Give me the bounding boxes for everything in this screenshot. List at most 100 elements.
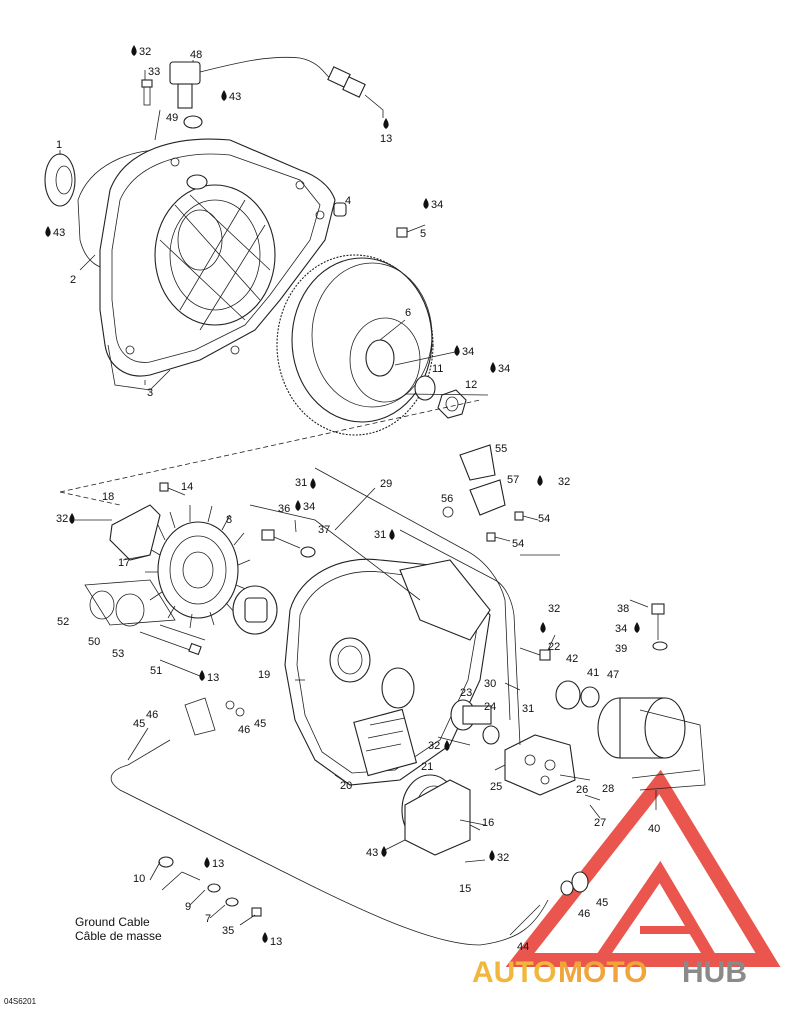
sealant-drop-icon xyxy=(310,478,316,489)
callout-14: 14 xyxy=(181,481,193,493)
callout-4: 4 xyxy=(345,195,351,207)
washer-11 xyxy=(414,375,436,401)
callout-35: 35 xyxy=(222,925,234,937)
sealant-drop-icon xyxy=(204,857,210,868)
sealant-drop-icon xyxy=(199,670,205,681)
sealant-drop-icon xyxy=(444,740,450,751)
sealant-drop-icon xyxy=(423,198,429,209)
ground-cable-label-en: Ground Cable xyxy=(75,915,150,929)
sealant-drop-icon xyxy=(69,513,75,524)
callout-38: 38 xyxy=(617,603,629,615)
callout-40: 40 xyxy=(648,823,660,835)
callout-32: 32 xyxy=(428,740,440,752)
callout-28: 28 xyxy=(602,783,614,795)
bushing-42 xyxy=(555,680,581,710)
crankshaft-sensor-48 xyxy=(169,56,366,109)
dowel-4 xyxy=(333,202,347,217)
callout-10: 10 xyxy=(133,873,145,885)
starter-bracket-40 xyxy=(631,709,706,791)
callout-34: 34 xyxy=(303,501,315,513)
sealant-drop-icon xyxy=(381,846,387,857)
callout-25: 25 xyxy=(490,781,502,793)
callout-51: 51 xyxy=(150,665,162,677)
vent-line-30 xyxy=(399,529,521,746)
callout-49: 49 xyxy=(166,112,178,124)
watermark-text: AUTO MOTO HUB xyxy=(472,956,747,989)
gasket-52-50 xyxy=(84,579,176,627)
sealant-drop-icon xyxy=(131,45,137,56)
sealant-drop-icon xyxy=(490,362,496,373)
callout-31: 31 xyxy=(295,477,307,489)
flywheel-ring-gear-6 xyxy=(276,254,434,436)
o-ring-49 xyxy=(183,115,203,129)
callout-45: 45 xyxy=(133,718,145,730)
callout-32: 32 xyxy=(497,852,509,864)
callout-57: 57 xyxy=(507,474,519,486)
callout-32: 32 xyxy=(139,46,151,58)
sealant-drop-icon xyxy=(383,118,389,129)
callout-22: 22 xyxy=(548,641,560,653)
callout-27: 27 xyxy=(594,817,606,829)
callout-43: 43 xyxy=(53,227,65,239)
callout-1: 1 xyxy=(56,139,62,151)
housing-cover-19 xyxy=(284,558,491,786)
callout-42: 42 xyxy=(566,653,578,665)
callout-5: 5 xyxy=(420,228,426,240)
washer-41 xyxy=(580,686,600,708)
callout-18: 18 xyxy=(102,491,114,503)
callout-21: 21 xyxy=(421,761,433,773)
callout-8: 8 xyxy=(226,514,232,526)
stator-8 xyxy=(145,505,251,629)
callout-43: 43 xyxy=(229,91,241,103)
callout-13: 13 xyxy=(270,936,282,948)
watermark-part-auto: AUTO xyxy=(472,956,556,989)
callout-33: 33 xyxy=(148,66,160,78)
callout-52: 52 xyxy=(57,616,69,628)
callout-31: 31 xyxy=(522,703,534,715)
washer-56 xyxy=(442,506,454,518)
washer-37 xyxy=(300,546,316,558)
bolt-38 xyxy=(651,603,665,640)
vent-line-29 xyxy=(314,467,511,721)
watermark-part-moto: MOTO xyxy=(558,956,647,989)
callout-34: 34 xyxy=(431,199,443,211)
rotor-hub xyxy=(232,585,278,635)
sealant-drop-icon xyxy=(454,345,460,356)
callout-9: 9 xyxy=(185,901,191,913)
bolt-36 xyxy=(261,529,301,549)
sealant-drop-icon xyxy=(537,475,543,486)
callout-50: 50 xyxy=(88,636,100,648)
callout-47: 47 xyxy=(607,669,619,681)
figure-code: 04S6201 xyxy=(4,997,37,1006)
sealant-drop-icon xyxy=(540,622,546,633)
callout-34: 34 xyxy=(498,363,510,375)
small-fasteners-7-9-10-35 xyxy=(158,856,262,917)
ground-cable-upper xyxy=(127,739,171,766)
callout-53: 53 xyxy=(112,648,124,660)
callout-labels: 32 33 48 43 49 13 1 43 4 34 5 2 6 34 34 … xyxy=(45,45,660,953)
callout-48: 48 xyxy=(190,49,202,61)
callout-34: 34 xyxy=(462,346,474,358)
sealant-drop-icon xyxy=(221,90,227,101)
starter-motor-47 xyxy=(597,697,686,759)
washer-39 xyxy=(652,641,668,651)
callout-43: 43 xyxy=(366,847,378,859)
oil-seal-1 xyxy=(44,153,76,207)
callout-45: 45 xyxy=(596,897,608,909)
callout-37: 37 xyxy=(318,524,330,536)
cable-bracket-46 xyxy=(184,697,245,736)
callout-6: 6 xyxy=(405,307,411,319)
nut-12 xyxy=(437,389,467,419)
sealant-drop-icon xyxy=(389,529,395,540)
sealant-drop-icon xyxy=(45,226,51,237)
cover-plate-17 xyxy=(109,504,161,561)
screw-54b xyxy=(486,532,511,542)
drive-shaft-23-24 xyxy=(450,699,500,745)
callout-16: 16 xyxy=(482,817,494,829)
sealant-drop-icon xyxy=(489,850,495,861)
callout-15: 15 xyxy=(459,883,471,895)
callout-12: 12 xyxy=(465,379,477,391)
callout-41: 41 xyxy=(587,667,599,679)
callout-23: 23 xyxy=(460,687,472,699)
